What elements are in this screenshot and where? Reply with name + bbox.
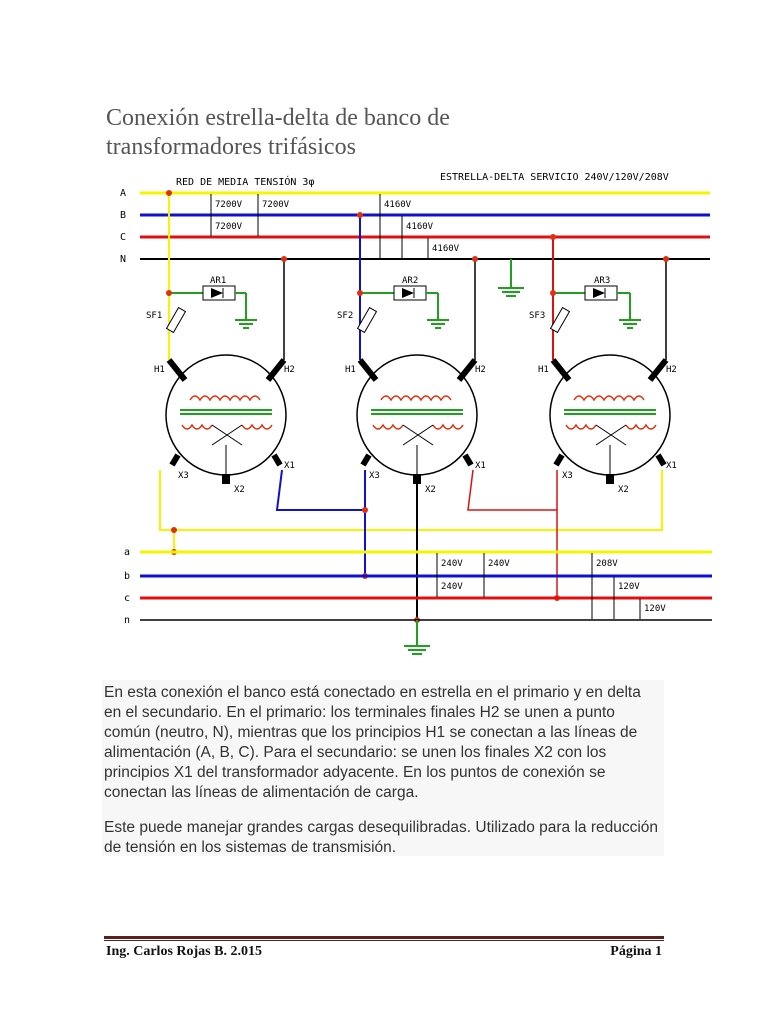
label-a: A	[120, 188, 126, 199]
v-240-bc: 240V	[441, 582, 463, 592]
header-right: ESTRELLA-DELTA SERVICIO 240V/120V/208V	[440, 172, 669, 183]
title-line-2: transformadores trifásicos	[106, 134, 356, 160]
t3-x3: X3	[562, 471, 573, 481]
footer-divider	[104, 936, 664, 939]
t2-x2: X2	[425, 485, 436, 495]
v-7200-bc: 7200V	[215, 222, 243, 232]
secondary-wiring	[159, 469, 663, 640]
footer-divider-thin	[104, 940, 664, 941]
ar3-label: AR3	[594, 276, 610, 286]
v-4160-bn: 4160V	[406, 222, 434, 232]
footer-author: Ing. Carlos Rojas B. 2.015	[106, 944, 262, 959]
description-box	[102, 680, 664, 856]
t2-h2: H2	[475, 365, 486, 375]
sf1-label: SF1	[146, 311, 162, 321]
label-b-sec: b	[124, 571, 130, 582]
label-c: C	[120, 232, 126, 243]
v-120-bn: 120V	[618, 582, 640, 592]
v-240-ab: 240V	[441, 559, 463, 569]
sf2-label: SF2	[337, 311, 353, 321]
paragraph-2: Este puede manejar grandes cargas desequ…	[104, 819, 659, 856]
t2-x1: X1	[475, 461, 486, 471]
page-title: Conexión estrella-delta de banco de tran…	[106, 104, 666, 162]
sf3-label: SF3	[529, 311, 545, 321]
label-a-sec: a	[124, 547, 130, 558]
header-left: RED DE MEDIA TENSIÓN 3φ	[176, 175, 314, 188]
ar2-label: AR2	[402, 276, 418, 286]
t3-x2: X2	[618, 485, 629, 495]
label-n: N	[120, 254, 126, 265]
footer-page-number: Página 1	[610, 944, 662, 959]
secondary-voltage-markers	[436, 553, 641, 619]
ground-symbol-bottom	[404, 620, 430, 655]
t1-h2: H2	[284, 365, 295, 375]
v-208: 208V	[596, 559, 618, 569]
t2-h1: H1	[345, 365, 356, 375]
v-240-ac: 240V	[488, 559, 510, 569]
v-4160-cn: 4160V	[432, 244, 460, 254]
title-line-1: Conexión estrella-delta de banco de	[106, 105, 450, 131]
v-7200-ab: 7200V	[215, 200, 243, 210]
label-c-sec: c	[124, 593, 130, 604]
t3-h1: H1	[538, 365, 549, 375]
v-7200-ac: 7200V	[262, 200, 290, 210]
v-120-cn: 120V	[644, 604, 666, 614]
t3-x1: X1	[666, 461, 677, 471]
transformer-2	[356, 212, 478, 484]
t1-h1: H1	[154, 365, 165, 375]
t2-x3: X3	[369, 471, 380, 481]
t1-x2: X2	[234, 485, 245, 495]
v-4160-an: 4160V	[384, 200, 412, 210]
label-n-sec: n	[124, 615, 130, 626]
primary-voltage-markers	[210, 194, 429, 258]
ground-symbol-neutral	[498, 259, 524, 297]
transformer-1	[165, 190, 287, 484]
transformer-3	[549, 234, 671, 484]
label-b: B	[120, 210, 126, 221]
t3-h2: H2	[666, 365, 677, 375]
ar1-label: AR1	[210, 276, 226, 286]
t1-x3: X3	[178, 471, 189, 481]
t1-x1: X1	[284, 461, 295, 471]
paragraph-1: En esta conexión el banco está conectado…	[104, 684, 641, 801]
wiring-diagram: RED DE MEDIA TENSIÓN 3φ ESTRELLA-DELTA S…	[120, 172, 712, 655]
